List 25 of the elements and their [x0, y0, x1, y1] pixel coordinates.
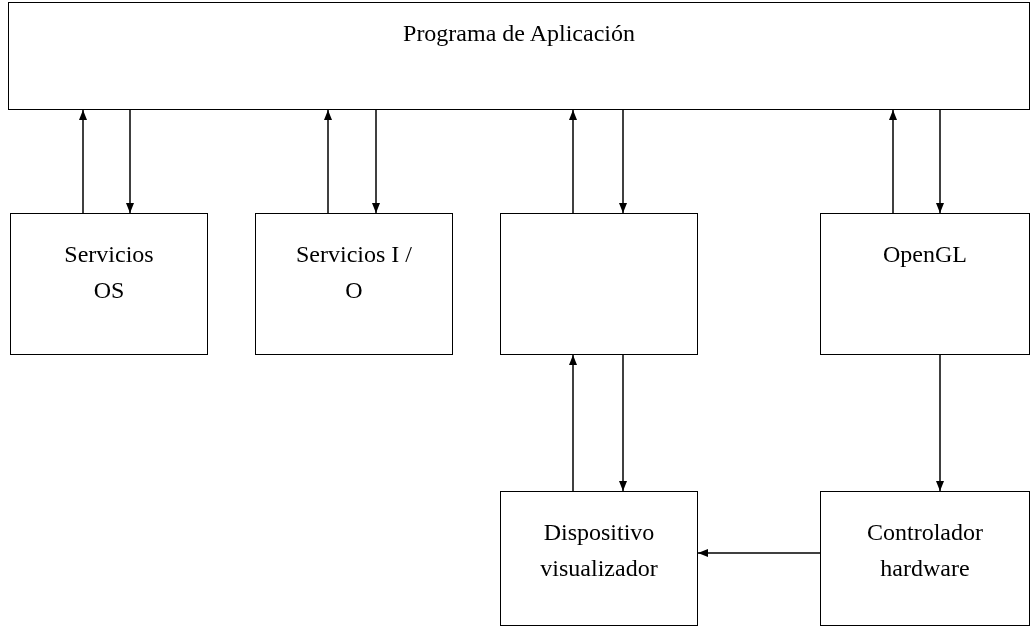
- arrow: [79, 109, 87, 214]
- arrow: [697, 549, 821, 557]
- process-box: [500, 491, 698, 626]
- process-box: [10, 213, 208, 355]
- box-label: Programa de Aplicación: [402, 19, 636, 48]
- arrow: [372, 109, 380, 214]
- arrow: [324, 109, 332, 214]
- box-label: OpenGL: [882, 240, 968, 269]
- box-label: Controlador hardware: [866, 518, 984, 583]
- arrow: [126, 109, 134, 214]
- process-box: [8, 2, 1030, 110]
- box-label: Servicios OS: [63, 240, 155, 305]
- process-box: [820, 491, 1030, 626]
- process-box: [820, 213, 1030, 355]
- process-box: [255, 213, 453, 355]
- arrow: [619, 354, 627, 492]
- arrow: [889, 109, 897, 214]
- arrow: [619, 109, 627, 214]
- arrow: [569, 109, 577, 214]
- arrow: [936, 109, 944, 214]
- arrow: [569, 354, 577, 492]
- arrow: [936, 354, 944, 492]
- process-box: [500, 213, 698, 355]
- box-label: Servicios I / O: [295, 240, 413, 305]
- box-label: Dispositivo visualizador: [539, 518, 659, 583]
